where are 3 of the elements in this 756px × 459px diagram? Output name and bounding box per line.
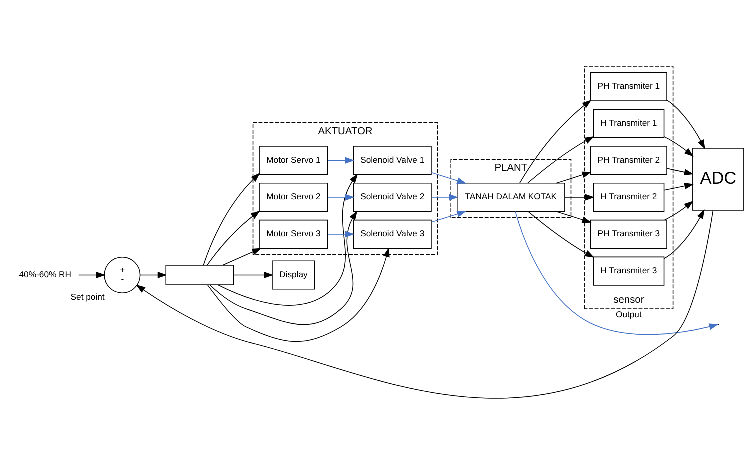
edge-label: Output — [616, 310, 642, 320]
node-label: Set point — [70, 292, 105, 302]
node-text: 40%-60% RH — [19, 269, 72, 280]
